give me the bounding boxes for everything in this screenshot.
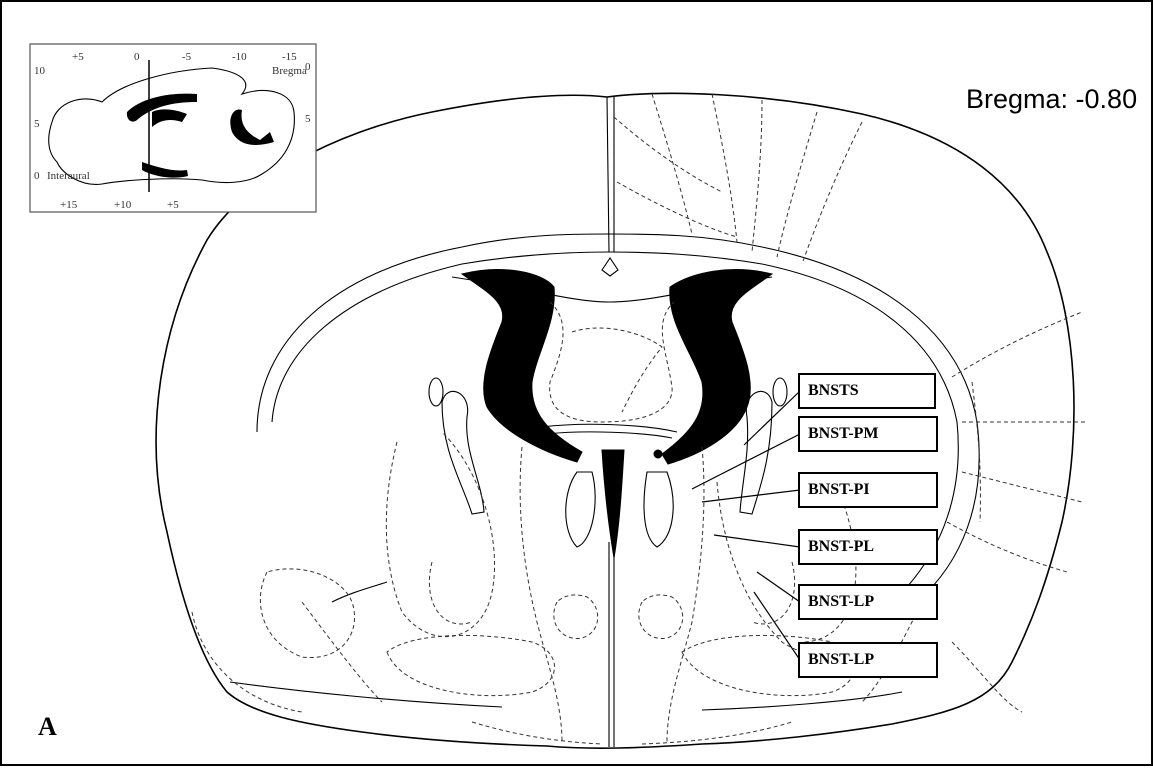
inset-bottom-tick: +15: [60, 199, 78, 211]
right-fornix: [644, 472, 673, 547]
inset-top-tick: 0: [134, 51, 140, 63]
panel-letter: A: [38, 712, 57, 742]
region-label-bnsts: BNSTS: [798, 373, 936, 409]
ventral-midline: [609, 542, 614, 747]
inset-left-tick: 10: [34, 65, 46, 77]
midline-fissure: [607, 97, 614, 252]
bregma-coordinate-label: Bregma: -0.80: [966, 84, 1137, 115]
inset-bregma-text: Bregma: [272, 65, 307, 77]
inset-interaural-text: Interaural: [47, 170, 90, 182]
left-fornix: [566, 472, 595, 547]
right-small-tract: [773, 378, 787, 406]
region-label-bnst-pm: BNST-PM: [798, 416, 938, 452]
inset-right-tick: 0: [305, 61, 311, 73]
ventral-border: [230, 682, 902, 710]
inset-top-tick: +5: [72, 51, 84, 63]
region-label-bnst-lp: BNST-LP: [798, 642, 938, 678]
third-ventricle: [602, 450, 624, 558]
inset-sagittal-map: +5 0 -5 -10 -15 Bregma +15 +10 +5 10 5 0…: [30, 44, 316, 212]
small-ventricle-dot: [654, 450, 662, 458]
fornix-commissure: [542, 424, 677, 438]
inset-top-tick: -15: [282, 51, 297, 63]
region-label-bnst-pi: BNST-PI: [798, 472, 938, 508]
left-small-tract: [429, 378, 443, 406]
inset-left-tick: 5: [34, 118, 40, 130]
inset-top-tick: -5: [182, 51, 192, 63]
left-internal-capsule: [442, 391, 484, 514]
optic-tract-left: [332, 582, 387, 602]
right-lateral-ventricle: [662, 270, 772, 464]
midline-notch: [602, 258, 618, 276]
inset-right-tick: 5: [305, 113, 311, 125]
inset-bottom-tick: +10: [114, 199, 132, 211]
region-label-bnst-pl: BNST-PL: [798, 529, 938, 565]
inset-bottom-tick: +5: [167, 199, 179, 211]
region-label-bnst-lp: BNST-LP: [798, 584, 938, 620]
inset-top-tick: -10: [232, 51, 247, 63]
left-lateral-ventricle: [462, 270, 582, 462]
inset-left-tick: 0: [34, 170, 40, 182]
